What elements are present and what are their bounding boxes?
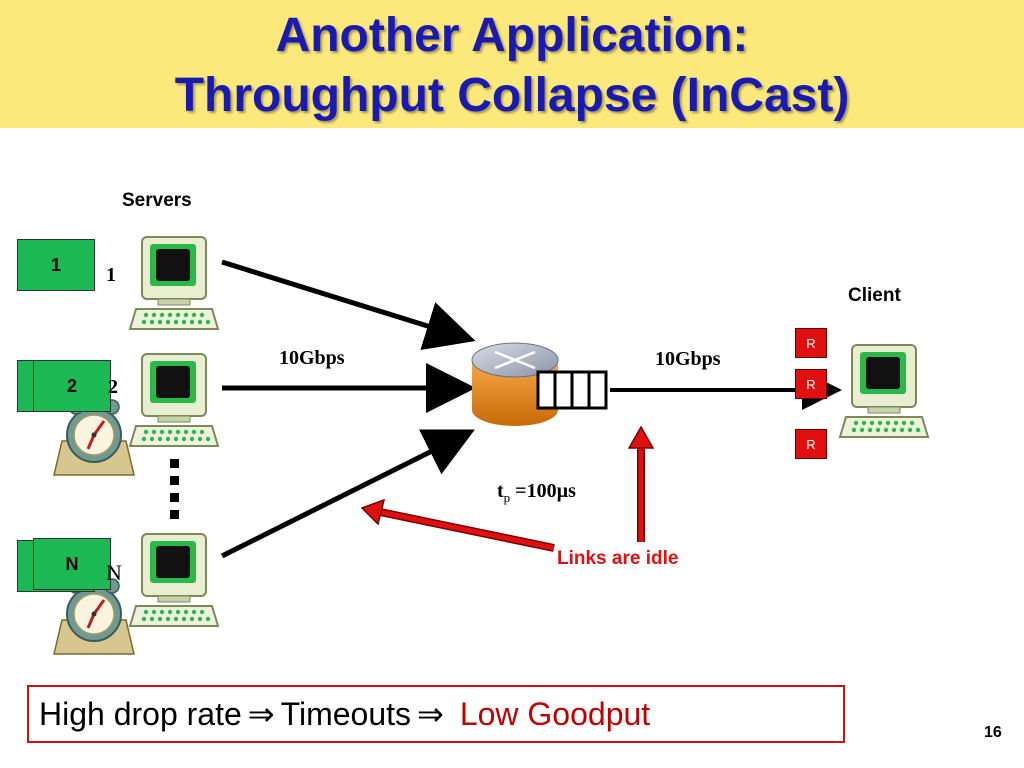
conclusion-part-1: High drop rate [39, 695, 242, 732]
conclusion-box: High drop rate ⇒ Timeouts ⇒ Low Goodput [27, 685, 845, 743]
tp-t: t [497, 480, 504, 502]
server-box-1: 1 [17, 239, 95, 291]
server-side-label-2: 2 [108, 376, 118, 398]
link-server-1 [221, 259, 476, 350]
link-server-n [220, 429, 475, 559]
links-idle-label: Links are idle [557, 548, 679, 569]
idle-arrow-left [360, 498, 555, 552]
implies-arrow-2: ⇒ [417, 696, 444, 732]
r-box-2: R [795, 369, 827, 399]
r-box-3: R [795, 429, 827, 459]
tp-subscript: p [503, 490, 511, 505]
conclusion-part-3: Low Goodput [459, 695, 651, 732]
tp-label: tp =100µs [497, 480, 576, 506]
page-number: 16 [984, 724, 1002, 741]
title-line-1: Another Application: [275, 9, 749, 62]
server-box-2: 2 [33, 360, 111, 412]
server-side-label-n: N [106, 560, 122, 585]
server-2-computer-icon [129, 353, 219, 447]
title-line-2: Throughput Collapse (InCast) [174, 69, 850, 122]
link-label-left: 10Gbps [279, 347, 345, 369]
link-label-right: 10Gbps [655, 348, 721, 370]
conclusion-part-2: Timeouts [280, 695, 411, 732]
queue-buffer [536, 370, 608, 410]
ellipsis-dots [170, 459, 179, 519]
idle-arrow-up [627, 425, 655, 542]
servers-label: Servers [122, 190, 192, 211]
server-side-label-1: 1 [106, 264, 116, 286]
implies-arrow-1: ⇒ [247, 696, 275, 732]
slide-title: Another Application: Throughput Collapse… [0, 0, 1024, 124]
r-box-1: R [795, 328, 827, 358]
tp-value: =100µs [510, 480, 576, 502]
title-band [0, 0, 1024, 128]
server-1-computer-icon [129, 236, 219, 330]
client-computer-icon [839, 344, 929, 438]
client-label: Client [848, 285, 901, 306]
server-n-computer-icon [129, 533, 219, 627]
server-box-n: N [33, 538, 111, 590]
